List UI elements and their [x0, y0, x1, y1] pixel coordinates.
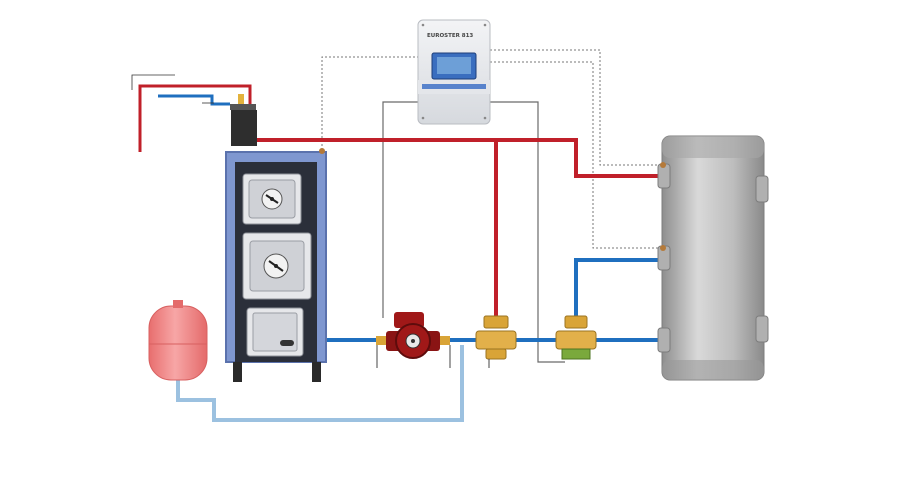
tank-port: [657, 327, 671, 353]
sensor-wire-boiler: [321, 56, 418, 150]
solid-fuel-boiler[interactable]: [225, 110, 327, 382]
buffer-tank[interactable]: [657, 135, 769, 381]
control-wires: [382, 101, 565, 363]
sensor-wire-tank-mid: [490, 61, 664, 249]
boiler-door-middle: [242, 232, 312, 300]
controller-screw-icon: [421, 116, 425, 120]
brass-tee-valve[interactable]: [475, 315, 517, 368]
controller-screw-icon: [421, 23, 425, 27]
hot-flow-main: [255, 138, 666, 178]
arrow-indicator: [131, 74, 175, 90]
boiler-door-ash: [246, 307, 304, 357]
controller-screw-icon: [483, 116, 487, 120]
boiler-leg: [312, 362, 321, 382]
safety-valve: [230, 94, 256, 110]
circulation-pump[interactable]: [376, 312, 451, 368]
hot-water-outlet-pipe: [138, 84, 252, 152]
temperature-controller[interactable]: EUROSTER 813: [417, 19, 491, 125]
tank-sensor-icon: [660, 245, 666, 251]
control-wire-valve: [490, 101, 565, 363]
hot-flow-pipes: [255, 138, 666, 322]
tank-sensor-icon: [660, 162, 666, 168]
sensor-wire-tank-top: [490, 49, 664, 166]
boiler-flue-box: [231, 110, 257, 146]
controller-screw-icon: [483, 23, 487, 27]
mixing-valve[interactable]: [555, 315, 597, 360]
expansion-vessel[interactable]: [148, 300, 208, 381]
boiler-door-top: [242, 173, 302, 225]
controller-brand-label: EUROSTER 813: [427, 33, 473, 39]
boiler-leg: [233, 362, 242, 382]
cold-water-inlet-pipe: [158, 94, 230, 106]
return-branch: [574, 258, 666, 322]
boiler-sensor-icon: [319, 148, 325, 154]
control-wire-pump: [382, 101, 418, 318]
sensor-wires: [321, 49, 664, 249]
tank-port: [755, 175, 769, 203]
expansion-pipe: [176, 345, 464, 422]
tank-port: [755, 315, 769, 343]
